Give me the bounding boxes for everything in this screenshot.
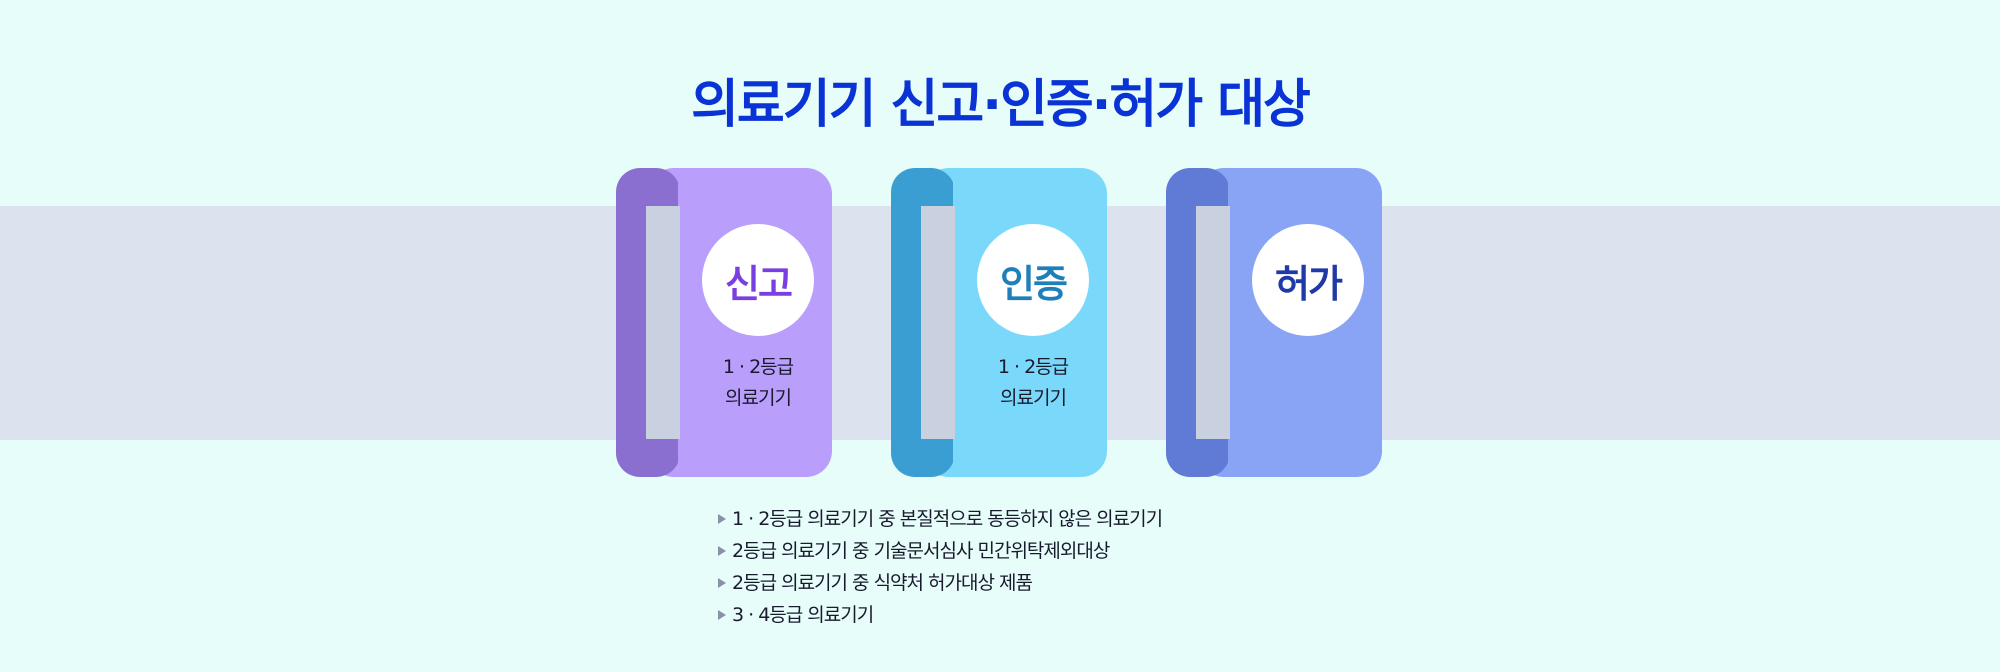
card-fold-approval bbox=[1196, 206, 1230, 439]
card-sub-line1: 1 · 2등급 bbox=[997, 356, 1069, 378]
criteria-list: 1 · 2등급 의료기기 중 본질적으로 동등하지 않은 의료기기 2등급 의료… bbox=[718, 503, 1163, 631]
triangle-right-icon bbox=[718, 610, 726, 620]
card-fold-certification bbox=[921, 206, 955, 439]
card-sub-line2: 의료기기 bbox=[725, 387, 792, 409]
badge-report: 신고 bbox=[702, 224, 814, 336]
triangle-right-icon bbox=[718, 578, 726, 588]
page-title: 의료기기 신고·인증·허가 대상 bbox=[691, 75, 1311, 135]
list-item: 1 · 2등급 의료기기 중 본질적으로 동등하지 않은 의료기기 bbox=[718, 503, 1163, 535]
list-item: 2등급 의료기기 중 식약처 허가대상 제품 bbox=[718, 567, 1162, 599]
badge-certification: 인증 bbox=[977, 224, 1089, 336]
card-sub-report: 1 · 2등급 의료기기 bbox=[696, 352, 820, 414]
card-sub-certification: 1 · 2등급 의료기기 bbox=[971, 352, 1095, 414]
badge-approval: 허가 bbox=[1252, 224, 1364, 336]
card-report: 신고 1 · 2등급 의료기기 bbox=[616, 168, 832, 477]
triangle-right-icon bbox=[718, 546, 726, 556]
card-sub-line2: 의료기기 bbox=[1000, 387, 1067, 409]
list-item-text: 3 · 4등급 의료기기 bbox=[732, 604, 874, 626]
list-item-text: 2등급 의료기기 중 기술문서심사 민간위탁제외대상 bbox=[732, 540, 1110, 562]
card-approval: 허가 bbox=[1166, 168, 1382, 477]
card-certification: 인증 1 · 2등급 의료기기 bbox=[891, 168, 1107, 477]
card-fold-report bbox=[646, 206, 680, 439]
card-sub-line1: 1 · 2등급 bbox=[722, 356, 794, 378]
list-item-text: 2등급 의료기기 중 식약처 허가대상 제품 bbox=[732, 572, 1033, 594]
list-item: 3 · 4등급 의료기기 bbox=[718, 599, 1162, 631]
triangle-right-icon bbox=[718, 514, 726, 524]
list-item: 2등급 의료기기 중 기술문서심사 민간위탁제외대상 bbox=[718, 535, 1162, 567]
list-item-text: 1 · 2등급 의료기기 중 본질적으로 동등하지 않은 의료기기 bbox=[732, 508, 1163, 530]
